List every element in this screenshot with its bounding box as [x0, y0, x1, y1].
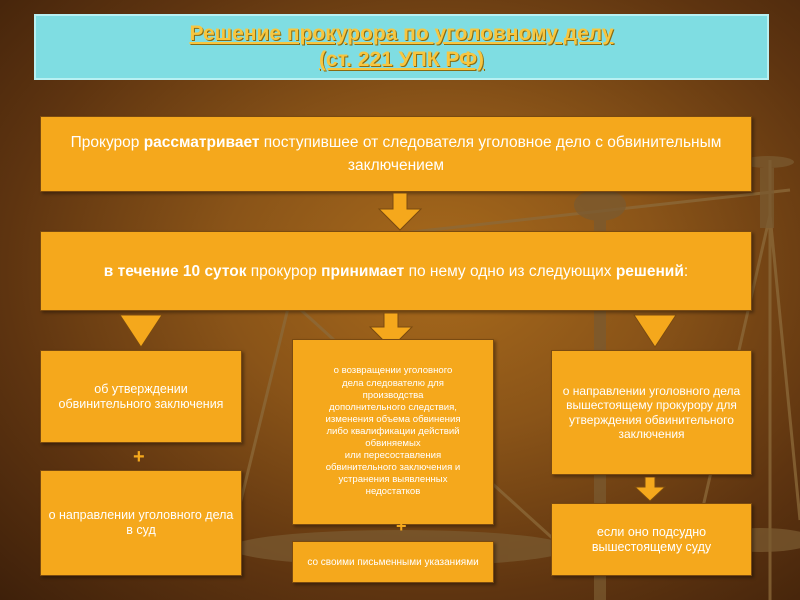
plus-icon: + [396, 516, 407, 536]
down-arrow-icon [633, 477, 667, 502]
decision-box: в течение 10 суток прокурор принимает по… [40, 231, 752, 311]
send-to-court-text: о направлении уголовного дела в суд [48, 508, 234, 537]
down-arrow-icon [368, 313, 414, 349]
return-to-investigator-box: о возвращении уголовного дела следовател… [292, 339, 494, 525]
decision-text: в течение 10 суток прокурор принимает по… [103, 262, 689, 280]
review-text: Прокурор рассматривает поступившее от сл… [70, 134, 722, 174]
approve-indictment-box: об утверждении обвинительного заключения [40, 350, 242, 443]
higher-court-text: если оно подсудно вышестоящему суду [591, 524, 712, 554]
send-to-court-box: о направлении уголовного дела в суд [40, 470, 242, 576]
down-arrow-icon [633, 314, 677, 348]
page-title: Решение прокурора по уголовному делу (ст… [34, 14, 769, 80]
title-line-2: (ст. 221 УПК РФ) [318, 48, 485, 71]
plus-icon: + [133, 446, 145, 468]
approve-indictment-text: об утверждении обвинительного заключения [58, 381, 224, 411]
higher-prosecutor-box: о направлении уголовного дела вышестояще… [551, 350, 752, 475]
higher-prosecutor-text: о направлении уголовного дела вышестояще… [562, 384, 741, 441]
down-arrow-icon [377, 193, 423, 231]
review-box: Прокурор рассматривает поступившее от сл… [40, 116, 752, 192]
higher-court-box: если оно подсудно вышестоящему суду [551, 503, 752, 576]
written-instructions-text: со своими письменными указаниями [307, 556, 479, 568]
down-arrow-icon [119, 314, 163, 348]
written-instructions-box: со своими письменными указаниями [292, 541, 494, 583]
title-line-1: Решение прокурора по уголовному делу [189, 22, 614, 45]
